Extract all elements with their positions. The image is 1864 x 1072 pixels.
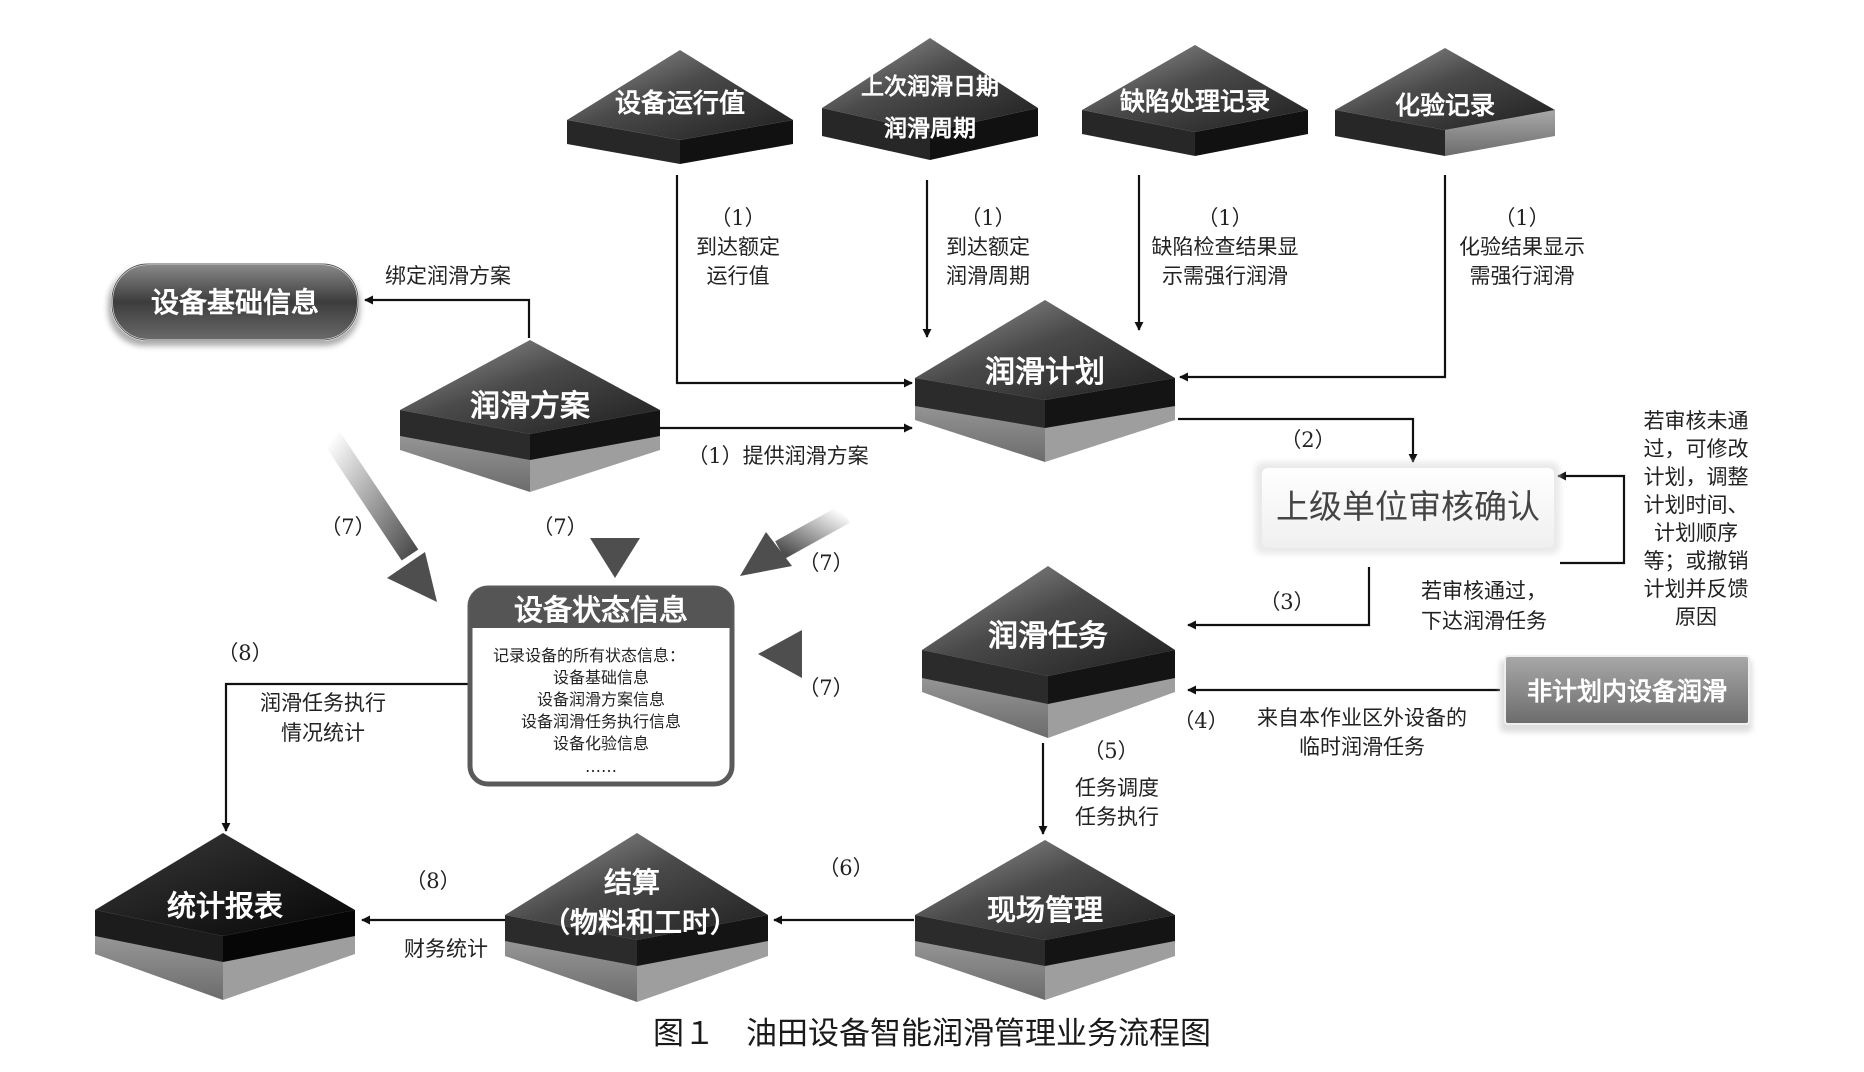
edge-review-reject-loop: [1557, 471, 1626, 565]
label-e2: （2）: [1280, 428, 1335, 452]
edge-run-value-to-plan: [675, 175, 913, 388]
edge-review-to-task: [1187, 567, 1371, 630]
status-line-0: 记录设备的所有状态信息：: [493, 646, 685, 665]
node-defect-record-text: 缺陷处理记录: [1120, 87, 1270, 116]
label-e7-d: （7）: [798, 676, 853, 700]
node-lube-task[interactable]: 润滑任务: [922, 566, 1175, 738]
edge-status-to-report: [221, 682, 475, 832]
label-reject-7: 原因: [1675, 605, 1717, 629]
node-superior-review[interactable]: 上级单位审核确认: [1255, 462, 1560, 554]
label-reject-2: 计划，调整: [1644, 465, 1749, 489]
node-superior-review-text: 上级单位审核确认: [1276, 487, 1540, 526]
node-settlement[interactable]: 结算 （物料和工时）: [505, 833, 768, 1002]
label-e7-a: （7）: [320, 515, 375, 539]
node-device-run-value-text: 设备运行值: [615, 88, 745, 119]
thick-arrow-from-scheme-left: [323, 432, 437, 602]
label-reject-5: 等；或撤销: [1644, 549, 1749, 573]
node-device-basic-info-text: 设备基础信息: [151, 286, 319, 319]
label-approve-l1: 若审核通过，: [1421, 579, 1547, 603]
status-feed-arrows: [323, 432, 870, 678]
node-lube-plan[interactable]: 润滑计划: [915, 300, 1175, 462]
label-bind-scheme: 绑定润滑方案: [385, 264, 511, 288]
node-lube-scheme-text: 润滑方案: [470, 389, 591, 424]
node-lube-scheme[interactable]: 润滑方案: [400, 340, 660, 492]
label-provide-scheme: （1）提供润滑方案: [687, 444, 868, 468]
node-lube-task-text: 润滑任务: [988, 619, 1108, 654]
node-settlement-text-1: 结算: [604, 866, 660, 899]
node-device-status-info[interactable]: 设备状态信息 记录设备的所有状态信息： 设备基础信息 设备润滑方案信息 设备润滑…: [467, 585, 735, 787]
label-reject-6: 计划并反馈: [1644, 577, 1749, 601]
label-e1b-num: （1）: [960, 206, 1015, 230]
label-e7-c: （7）: [798, 551, 853, 575]
thick-arrow-from-task: [758, 630, 870, 678]
node-device-run-value[interactable]: 设备运行值: [567, 50, 793, 164]
node-unplanned-lube[interactable]: 非计划内设备润滑: [1500, 655, 1752, 732]
label-reject-4: 计划顺序: [1654, 521, 1738, 545]
node-last-lube-date-text: 上次润滑日期: [861, 73, 999, 100]
label-exec-stats-l1: 润滑任务执行: [260, 691, 386, 715]
label-dispatch-l1: 任务调度: [1075, 776, 1159, 800]
figure-caption: 图１ 油田设备智能润滑管理业务流程图: [653, 1016, 1211, 1052]
label-e1a-l1: 到达额定: [696, 235, 780, 259]
node-defect-record[interactable]: 缺陷处理记录: [1082, 45, 1308, 156]
node-settlement-text-2: （物料和工时）: [542, 906, 738, 939]
edge-scheme-to-basic-info: [364, 295, 531, 338]
label-e5: （5）: [1083, 739, 1138, 763]
status-line-5: ……: [585, 757, 617, 776]
status-line-1: 设备基础信息: [553, 668, 649, 687]
label-e1d-num: （1）: [1494, 206, 1549, 230]
status-line-2: 设备润滑方案信息: [537, 690, 665, 709]
label-e7-b: （7）: [532, 515, 587, 539]
status-line-3: 设备润滑任务执行信息: [521, 712, 681, 731]
label-e1b-l1: 到达额定: [946, 235, 1030, 259]
node-lab-record[interactable]: 化验记录: [1335, 48, 1555, 156]
label-e1c-num: （1）: [1197, 206, 1252, 230]
label-e8-b: （8）: [405, 869, 460, 893]
node-statistic-report-text: 统计报表: [167, 889, 283, 923]
label-e8-a: （8）: [217, 641, 272, 665]
label-reject-0: 若审核未通: [1644, 409, 1749, 433]
thick-arrow-from-plan: [740, 505, 850, 576]
label-reject-3: 计划时间、: [1644, 493, 1749, 517]
label-e1c-l1: 缺陷检查结果显: [1152, 235, 1299, 259]
label-e1c-l2: 示需强行润滑: [1162, 264, 1288, 288]
node-site-management[interactable]: 现场管理: [915, 840, 1175, 1000]
edge-lab-to-plan: [1179, 175, 1447, 382]
label-e6: （6）: [818, 856, 873, 880]
edge-plan-to-review: [1178, 417, 1418, 463]
label-e1b-l2: 润滑周期: [946, 264, 1030, 288]
label-temp-l2: 临时润滑任务: [1299, 735, 1425, 759]
edge-labels: （1） 到达额定 运行值 （1） 到达额定 润滑周期 （1） 缺陷检查结果显 示…: [217, 206, 1748, 961]
label-e4: （4）: [1173, 709, 1228, 733]
node-lube-plan-text: 润滑计划: [985, 355, 1105, 390]
label-e1a-num: （1）: [710, 206, 765, 230]
label-e1a-l2: 运行值: [707, 264, 770, 288]
node-device-basic-info[interactable]: 设备基础信息: [108, 263, 360, 346]
label-temp-l1: 来自本作业区外设备的: [1257, 706, 1467, 730]
node-device-status-info-title: 设备状态信息: [514, 593, 688, 627]
connectors: [221, 175, 1626, 925]
label-dispatch-l2: 任务执行: [1075, 805, 1159, 829]
node-last-lube-date[interactable]: 上次润滑日期 润滑周期: [822, 38, 1038, 160]
status-line-4: 设备化验信息: [553, 734, 649, 753]
label-approve-l2: 下达润滑任务: [1421, 609, 1547, 633]
label-finance-stats: 财务统计: [404, 937, 488, 961]
node-site-management-text: 现场管理: [987, 893, 1103, 927]
label-e3: （3）: [1259, 590, 1314, 614]
node-lube-cycle-text: 润滑周期: [884, 115, 976, 142]
node-unplanned-lube-text: 非计划内设备润滑: [1527, 677, 1727, 706]
label-reject-1: 过，可修改: [1644, 437, 1749, 461]
node-lab-record-text: 化验记录: [1395, 91, 1495, 120]
label-e1d-l1: 化验结果显示: [1459, 235, 1585, 259]
node-statistic-report[interactable]: 统计报表: [95, 833, 355, 1000]
label-e1d-l2: 需强行润滑: [1470, 264, 1575, 288]
label-exec-stats-l2: 情况统计: [281, 721, 365, 745]
thick-arrow-from-scheme-down: [590, 455, 640, 578]
